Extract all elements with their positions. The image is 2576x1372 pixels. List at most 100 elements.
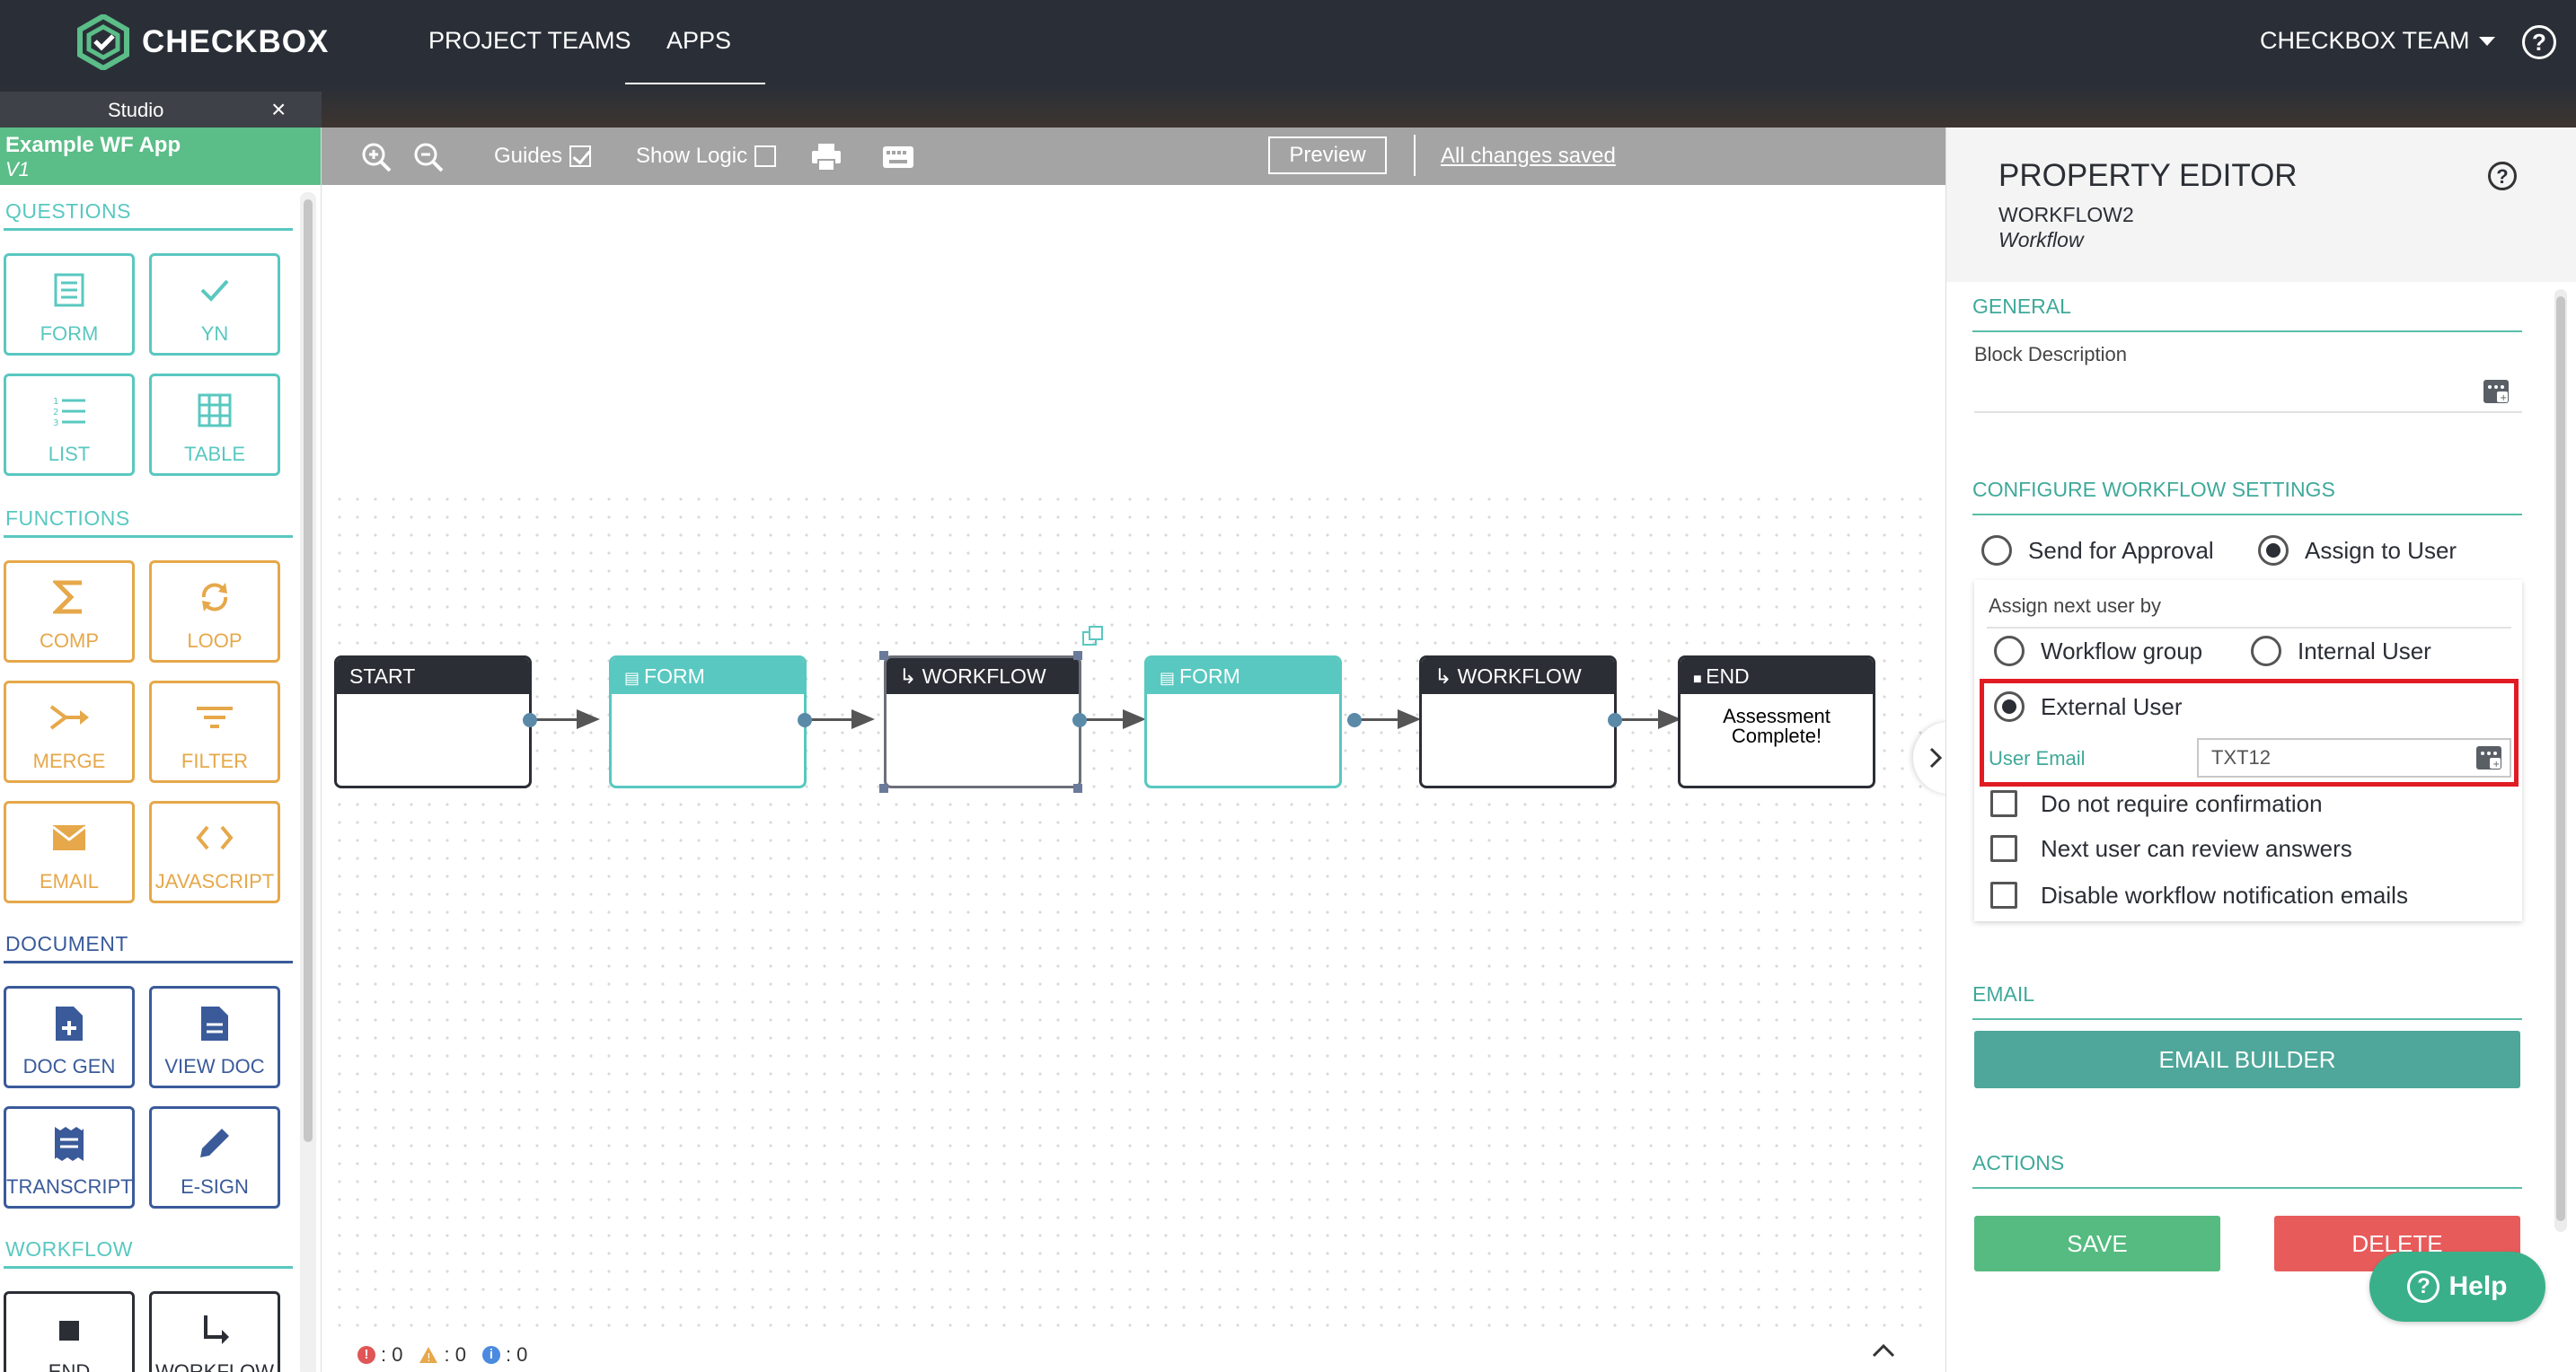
tool-workflow[interactable]: WORKFLOW (149, 1291, 280, 1372)
property-scrollbar-thumb[interactable] (2556, 296, 2565, 1221)
radio-assign-to-user[interactable] (2258, 535, 2289, 566)
radio-internal-user[interactable] (2251, 636, 2281, 666)
node-end[interactable]: ■ END Assessment Complete! (1678, 655, 1875, 788)
radio-external-user[interactable] (1994, 691, 2025, 722)
keyboard-icon[interactable] (882, 145, 914, 169)
close-icon[interactable]: × (271, 95, 287, 123)
tool-label: DOC GEN (22, 1055, 116, 1077)
tool-email[interactable]: EMAIL (4, 801, 135, 903)
connector-line (1353, 718, 1401, 721)
node-form-1[interactable]: ▤ FORM (609, 655, 807, 788)
checkbox-disable-notifications[interactable] (1990, 882, 2017, 909)
tool-e-sign[interactable]: E-SIGN (149, 1106, 280, 1209)
copy-icon[interactable] (1081, 625, 1105, 648)
node-port[interactable] (1347, 713, 1362, 727)
tool-view-doc[interactable]: VIEW DOC (149, 986, 280, 1088)
variable-picker-icon[interactable]: + (2475, 745, 2502, 770)
checkbox-no-confirmation[interactable] (1990, 790, 2017, 817)
resize-handle[interactable] (1073, 784, 1082, 793)
checkbox-review-answers[interactable] (1990, 835, 2017, 862)
guides-checkbox[interactable] (569, 145, 592, 167)
info-count[interactable]: i: 0 (481, 1343, 527, 1367)
tool-table[interactable]: TABLE (149, 374, 280, 476)
variable-picker-icon[interactable]: + (2483, 379, 2510, 404)
show-logic-toggle[interactable]: Show Logic (636, 144, 777, 169)
guides-toggle[interactable]: Guides (494, 144, 592, 169)
file-text-icon (201, 1007, 228, 1041)
save-button[interactable]: SAVE (1974, 1216, 2220, 1271)
property-editor-header: PROPERTY EDITOR WORKFLOW2 Workflow (1946, 128, 2576, 282)
tool-javascript[interactable]: JAVASCRIPT (149, 801, 280, 903)
block-description-label: Block Description (1974, 343, 2127, 365)
tool-doc-gen[interactable]: DOC GEN (4, 986, 135, 1088)
nav-project-teams[interactable]: PROJECT TEAMS (428, 27, 631, 54)
node-header: ■ END (1681, 658, 1873, 694)
brand-logo[interactable]: CHECKBOX (77, 14, 329, 70)
node-port[interactable] (1072, 713, 1087, 727)
resize-handle[interactable] (1073, 651, 1082, 660)
node-port[interactable] (798, 713, 812, 727)
option-internal-user[interactable]: Internal User (2298, 638, 2431, 664)
section-functions: FUNCTIONS (5, 506, 130, 530)
filter-lines-icon (197, 707, 233, 728)
highlight-box (1980, 679, 2519, 787)
preview-button[interactable]: Preview (1268, 136, 1387, 174)
help-circle-icon[interactable]: ? (2522, 25, 2556, 59)
error-count[interactable]: !: 0 (357, 1343, 402, 1367)
label-review-answers[interactable]: Next user can review answers (2041, 835, 2352, 862)
node-workflow-4[interactable]: ↳ WORKFLOW (1419, 655, 1617, 788)
warning-icon: ! (419, 1347, 438, 1364)
save-status-link[interactable]: All changes saved (1441, 144, 1616, 168)
zoom-in-icon[interactable] (361, 142, 392, 172)
studio-tab[interactable]: Studio × (0, 92, 322, 128)
tool-end[interactable]: END (4, 1291, 135, 1372)
nav-apps[interactable]: APPS (666, 27, 732, 54)
section-workflow: WORKFLOW (5, 1237, 133, 1261)
tool-comp[interactable]: COMP (4, 560, 135, 663)
palette-scrollbar-thumb[interactable] (304, 199, 313, 1142)
section-email: EMAIL (1972, 982, 2035, 1006)
node-form-2[interactable]: ▤ FORM (1144, 655, 1342, 788)
node-workflow-2[interactable]: ↳ WORKFLOW (884, 655, 1081, 788)
email-builder-button[interactable]: EMAIL BUILDER (1974, 1031, 2520, 1088)
tool-loop[interactable]: LOOP (149, 560, 280, 663)
form-icon: ▤ (1160, 669, 1180, 687)
svg-text:2: 2 (53, 408, 58, 418)
arrow-right-icon (1123, 709, 1146, 729)
option-assign-to-user[interactable]: Assign to User (2305, 537, 2457, 564)
option-send-for-approval[interactable]: Send for Approval (2028, 537, 2214, 564)
tool-label: EMAIL (39, 870, 100, 893)
turn-arrow-icon (204, 1315, 229, 1344)
resize-handle[interactable] (879, 651, 888, 660)
node-port[interactable] (1608, 713, 1622, 727)
team-menu[interactable]: CHECKBOX TEAM (2260, 27, 2495, 55)
chevron-up-icon[interactable] (1870, 1341, 1897, 1359)
node-port[interactable] (523, 713, 537, 727)
help-widget-button[interactable]: ? Help (2369, 1252, 2545, 1322)
radio-send-for-approval[interactable] (1981, 535, 2012, 566)
label-disable-notifications[interactable]: Disable workflow notification emails (2041, 882, 2408, 909)
tool-transcript[interactable]: TRANSCRIPT (4, 1106, 135, 1209)
workflow-canvas[interactable]: START ▤ FORM ↳ WORKFLOW ▤ FORM ↳ WORKFLO… (322, 185, 1958, 1372)
radio-workflow-group[interactable] (1994, 636, 2025, 666)
zoom-out-icon[interactable] (413, 142, 444, 172)
tool-label: TRANSCRIPT (6, 1175, 133, 1198)
option-workflow-group[interactable]: Workflow group (2041, 638, 2203, 664)
help-circle-icon[interactable]: ? (2488, 162, 2517, 190)
show-logic-checkbox[interactable] (754, 145, 777, 167)
node-start[interactable]: START (334, 655, 532, 788)
tool-form[interactable]: FORM (4, 253, 135, 356)
label-no-confirmation[interactable]: Do not require confirmation (2041, 790, 2323, 817)
tool-merge[interactable]: MERGE (4, 681, 135, 783)
block-description-input[interactable] (1974, 372, 2477, 409)
warning-count[interactable]: !: 0 (419, 1343, 466, 1367)
tool-filter[interactable]: FILTER (149, 681, 280, 783)
user-email-input[interactable]: TXT12 (2197, 738, 2511, 778)
print-icon[interactable] (810, 142, 842, 172)
node-title: FORM (1179, 664, 1240, 688)
resize-handle[interactable] (879, 784, 888, 793)
tool-yn[interactable]: YN (149, 253, 280, 356)
option-external-user[interactable]: External User (2041, 693, 2183, 720)
node-title: FORM (644, 664, 705, 688)
